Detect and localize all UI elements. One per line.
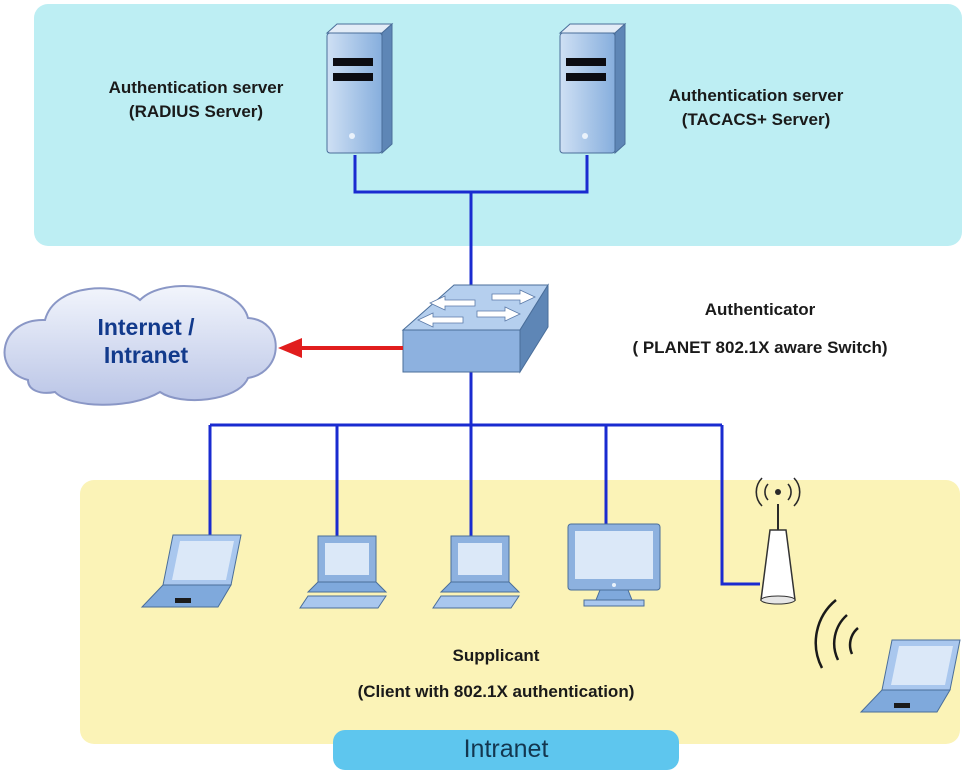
radius-server-subtitle: (RADIUS Server): [128, 102, 264, 121]
switch-icon: [401, 283, 549, 374]
cloud-line-1: Internet /: [97, 314, 195, 340]
wireless-access-point-icon: [755, 477, 801, 605]
tacacs-server-label: Authentication server (TACACS+ Server): [636, 84, 876, 132]
server-zone: [34, 4, 962, 246]
supplicant-title: Supplicant: [452, 646, 540, 665]
authenticator-subtitle: ( PLANET 802.1X aware Switch): [632, 338, 888, 357]
tacacs-server-title: Authentication server: [668, 86, 844, 105]
supplicant-subtitle: (Client with 802.1X authentication): [357, 682, 635, 701]
client-zone: [80, 480, 960, 744]
intranet-label: Intranet: [333, 730, 679, 770]
desktop-pc-icon: [299, 535, 388, 609]
network-links: [208, 155, 760, 586]
supplicant-label: Supplicant (Client with 802.1X authentic…: [318, 644, 674, 704]
radius-server-title: Authentication server: [108, 78, 284, 97]
tacacs-server-subtitle: (TACACS+ Server): [681, 110, 831, 129]
laptop-icon: [140, 534, 242, 608]
wireless-signal-icon: [814, 599, 859, 669]
authenticator-title: Authenticator: [704, 300, 816, 319]
link-radius-to-switch: [353, 155, 473, 300]
desktop-pc-icon: [432, 535, 521, 609]
monitor-icon: [567, 523, 661, 607]
radius-server-icon: [325, 22, 394, 155]
wireless-laptop-icon: [859, 639, 961, 713]
radius-server-label: Authentication server (RADIUS Server): [78, 76, 314, 124]
link-access-point: [720, 425, 760, 586]
internet-cloud-icon: [3, 285, 277, 406]
cloud-line-2: Intranet: [103, 342, 189, 368]
arrow-to-cloud-icon: [278, 338, 403, 358]
cloud-label: Internet / Intranet: [48, 313, 244, 369]
link-tacacs-to-switch: [471, 155, 589, 194]
tacacs-server-icon: [558, 22, 627, 155]
authenticator-label: Authenticator ( PLANET 802.1X aware Swit…: [590, 298, 930, 360]
